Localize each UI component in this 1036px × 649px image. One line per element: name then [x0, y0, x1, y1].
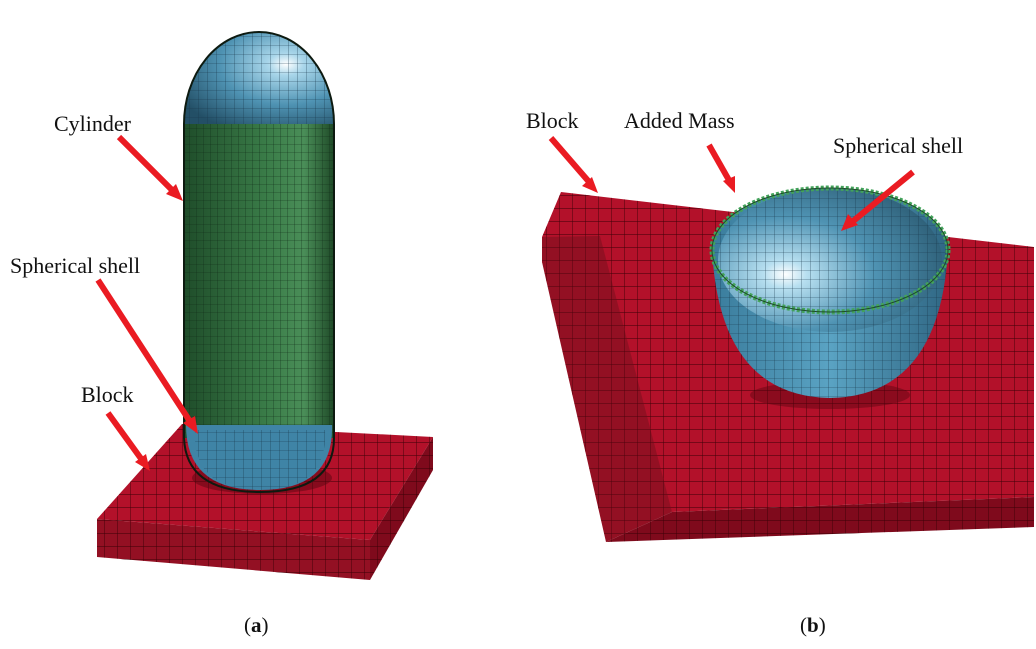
panel-b-label-block: Block — [526, 108, 579, 133]
panel-b-caption-letter: b — [807, 613, 819, 637]
panel-b-arrow-block — [548, 136, 598, 193]
panel-a-arrow-spherical-shell — [95, 278, 198, 434]
panel-b-caption-open: ( — [800, 613, 807, 637]
panel-a-label-cylinder: Cylinder — [54, 111, 131, 136]
panel-a-caption-letter: a — [251, 613, 262, 637]
panel-b-model — [542, 185, 1034, 542]
panel-b-arrow-spherical-shell — [841, 169, 915, 231]
panel-a-caption-close: ) — [261, 613, 269, 637]
panel-b-caption-close: ) — [818, 613, 826, 637]
panel-b-arrow-added-mass — [706, 143, 735, 193]
panel-b-label-spherical-shell: Spherical shell — [833, 133, 964, 158]
panel-a-caption-open: ( — [244, 613, 251, 637]
panel-a-label-spherical-shell: Spherical shell — [10, 253, 141, 278]
panel-a-arrow-block — [105, 411, 150, 471]
panel-b-caption: (b) — [800, 615, 826, 636]
panel-a-label-block: Block — [81, 382, 134, 407]
panel-b-label-added-mass: Added Mass — [624, 108, 735, 133]
panel-a-caption: (a) — [244, 615, 269, 636]
panel-a-arrow-cylinder — [116, 134, 183, 201]
panel-a-model — [97, 31, 433, 580]
